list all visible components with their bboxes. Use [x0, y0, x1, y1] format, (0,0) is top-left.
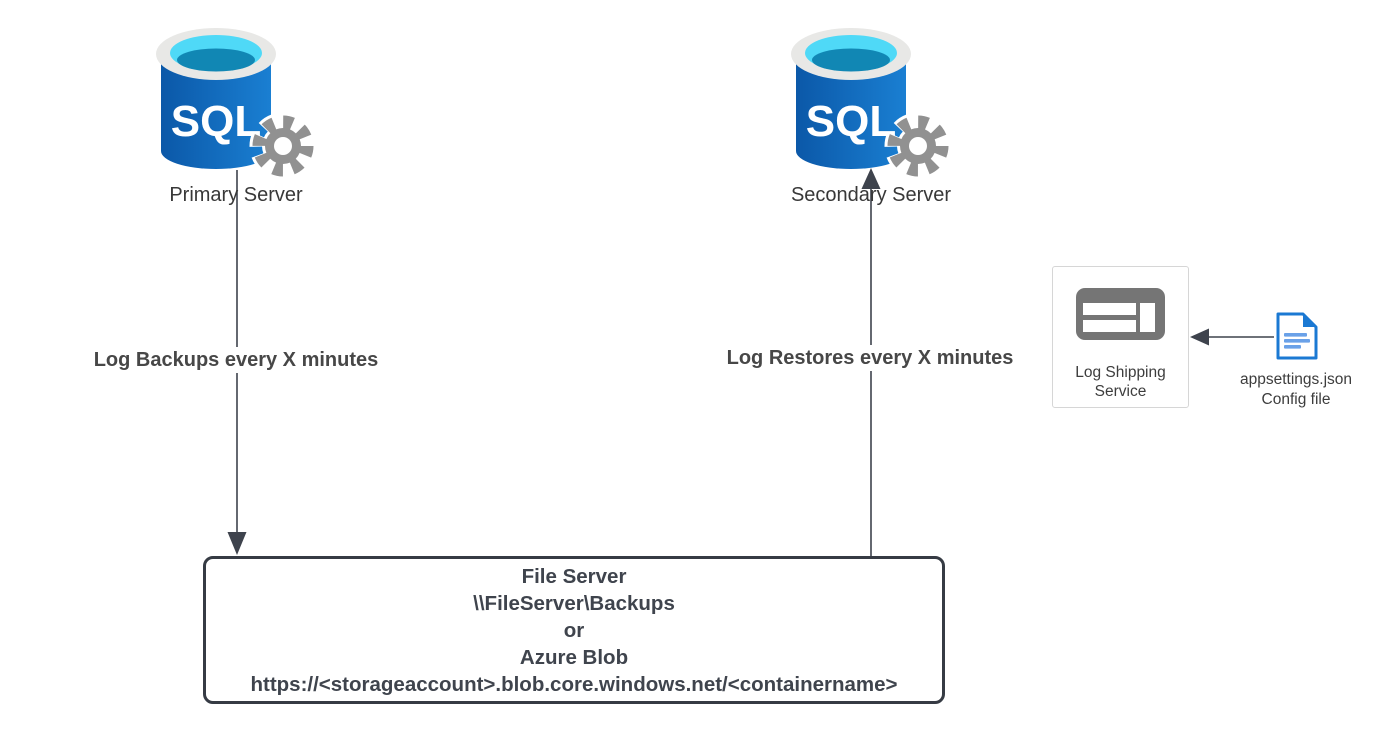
config-arrowhead-icon	[1190, 328, 1209, 346]
log-shipping-service-card: Log Shipping Service	[1052, 266, 1189, 408]
sql-logo-text: SQL	[806, 97, 896, 146]
secondary-sql-database-icon: SQL	[791, 28, 952, 180]
service-window-icon	[1076, 288, 1165, 340]
sql-logo-text: SQL	[171, 97, 261, 146]
database-cylinder-icon	[791, 28, 911, 169]
config-file-label: appsettings.json Config file	[1216, 370, 1374, 410]
storage-line-title: File Server	[521, 564, 627, 588]
service-label-line1: Log Shipping	[1075, 364, 1166, 381]
storage-line-blob-url: https://<storageaccount>.blob.core.windo…	[250, 672, 898, 696]
storage-target-box: File Server \\FileServer\Backups or Azur…	[203, 556, 945, 704]
config-label-line1: appsettings.json	[1239, 371, 1353, 388]
restore-arrowhead-icon	[861, 168, 881, 189]
config-file-document-icon	[1276, 312, 1318, 360]
primary-sql-database-icon: SQL	[156, 28, 317, 180]
log-restores-flow-label: Log Restores every X minutes	[707, 345, 1033, 371]
config-label-line2: Config file	[1261, 391, 1331, 408]
log-backups-flow-label: Log Backups every X minutes	[76, 347, 396, 373]
service-label-line2: Service	[1094, 383, 1147, 400]
gear-icon	[884, 112, 952, 180]
storage-line-or: or	[563, 618, 585, 642]
gear-icon	[249, 112, 317, 180]
storage-line-azure-blob: Azure Blob	[519, 645, 629, 669]
database-cylinder-icon	[156, 28, 276, 169]
primary-server-label: Primary Server	[169, 184, 303, 206]
storage-line-unc-path: \\FileServer\Backups	[473, 591, 675, 615]
backup-arrowhead-icon	[227, 532, 247, 555]
secondary-server-label: Secondary Server	[790, 184, 952, 206]
log-shipping-service-label: Log Shipping Service	[1053, 363, 1188, 401]
